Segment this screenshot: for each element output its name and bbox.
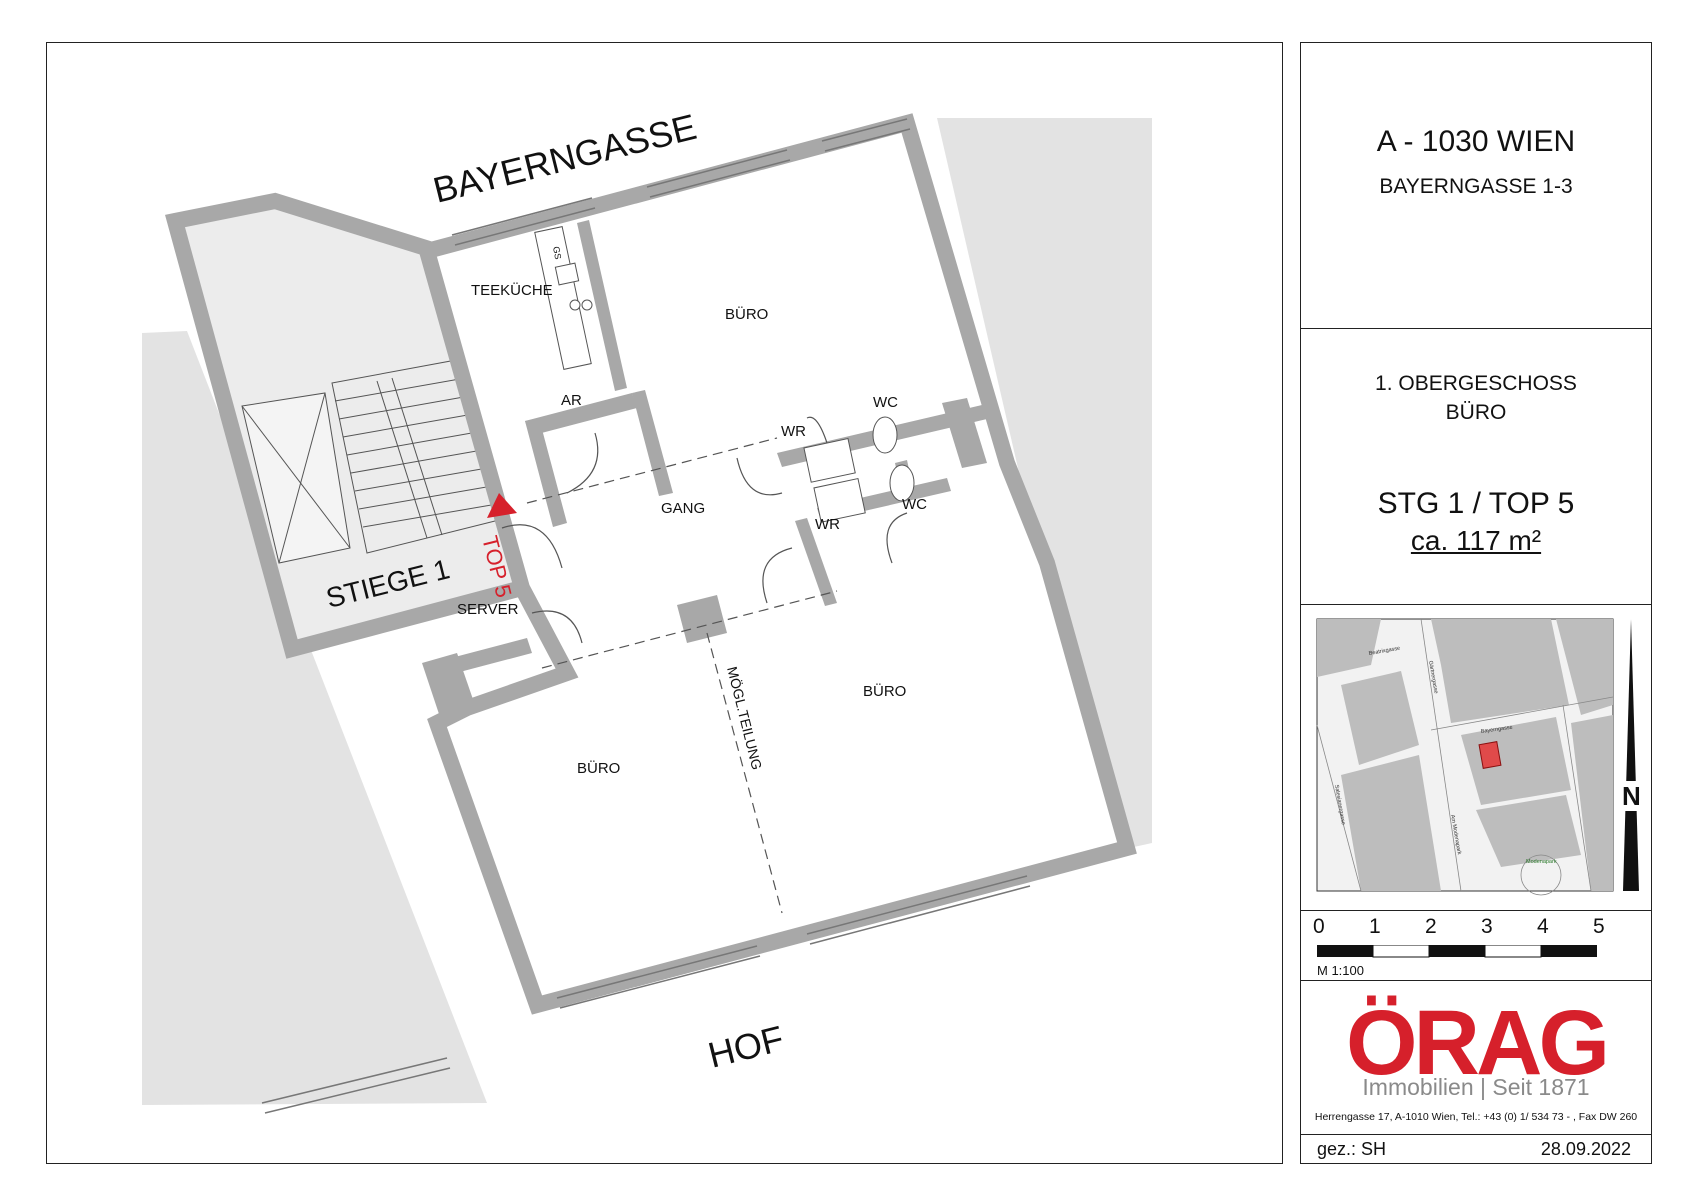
- label-gang: GANG: [661, 500, 705, 517]
- courtyard-windows: [261, 875, 1031, 1114]
- north-label: N: [1622, 781, 1641, 811]
- scale-cell: 0 1 2 3 4 5 M 1:100: [1301, 911, 1651, 981]
- kitchen-fixtures: [534, 226, 593, 370]
- floor-plan-frame: TEEKÜCHE BÜRO AR WR WC GANG WR WC SERVER…: [46, 42, 1283, 1164]
- unit-number: STG 1 / TOP 5: [1377, 487, 1575, 520]
- city-title: A - 1030 WIEN: [1376, 125, 1576, 158]
- unit-info-cell: 1. OBERGESCHOSS BÜRO STG 1 / TOP 5 ca. 1…: [1301, 329, 1651, 605]
- scale-mark-3: 3: [1481, 915, 1493, 938]
- map-label-gaertnergasse: Gärtnergasse: [1427, 660, 1439, 694]
- label-buero-north: BÜRO: [725, 305, 768, 323]
- map-label-modenapark: Modenapark: [1526, 859, 1557, 865]
- unit-area: ca. 117 m²: [1410, 525, 1542, 556]
- map-label-bayerngasse: Bayerngasse: [1480, 725, 1513, 735]
- company-logo: ÖRAG: [1346, 992, 1610, 1094]
- label-teekueche: TEEKÜCHE: [471, 281, 553, 299]
- label-wc-lower: WC: [902, 496, 927, 513]
- neighbour-building-west: [142, 331, 487, 1105]
- label-courtyard: HOF: [704, 1018, 788, 1076]
- label-buero-west: BÜRO: [577, 759, 620, 777]
- floor-use: BÜRO: [1445, 401, 1507, 424]
- unit-marker-triangle: [487, 493, 517, 518]
- scale-mark-0: 0: [1313, 915, 1325, 938]
- address-cell: A - 1030 WIEN BAYERNGASSE 1-3: [1301, 43, 1651, 329]
- company-cell: ÖRAG Immobilien | Seit 1871 Herrengasse …: [1301, 981, 1651, 1135]
- drawn-by: gez.: SH: [1317, 1139, 1387, 1159]
- label-gas-symbol: GS: [551, 246, 563, 261]
- scale-label: M 1:100: [1317, 963, 1364, 978]
- office-floor: [417, 113, 1137, 1015]
- site-highlight: [1478, 741, 1502, 769]
- company-address: Herrengasse 17, A-1010 Wien, Tel.: +43 (…: [1314, 1111, 1638, 1123]
- scale-mark-5: 5: [1593, 915, 1605, 938]
- footer-cell: gez.: SH 28.09.2022: [1301, 1135, 1651, 1163]
- location-map-cell: Beatrixgasse Gärtnergasse Bayerngasse Sa…: [1301, 605, 1651, 911]
- label-wc-upper: WC: [873, 394, 898, 411]
- street-windows: [451, 118, 911, 246]
- dashed-boundaries: [526, 437, 838, 914]
- company-tagline: Immobilien | Seit 1871: [1362, 1074, 1590, 1100]
- scale-bar: [1317, 945, 1597, 958]
- door-swings: [501, 416, 908, 644]
- label-wr-lower: WR: [815, 516, 840, 533]
- scale-mark-4: 4: [1537, 915, 1549, 938]
- scale-mark-2: 2: [1425, 915, 1437, 938]
- scale-mark-1: 1: [1369, 915, 1381, 938]
- title-block: A - 1030 WIEN BAYERNGASSE 1-3 1. OBERGES…: [1300, 42, 1652, 1164]
- label-server: SERVER: [457, 601, 519, 618]
- stair-steps: [241, 357, 508, 564]
- map-label-beatrixgasse: Beatrixgasse: [1368, 646, 1400, 657]
- north-arrow: [1623, 619, 1639, 891]
- label-buero-east: BÜRO: [863, 682, 906, 700]
- street-address: BAYERNGASSE 1-3: [1379, 175, 1573, 198]
- floor-info: 1. OBERGESCHOSS BÜRO: [1301, 369, 1651, 427]
- neighbour-building-east: [937, 118, 1152, 853]
- drawing-date: 28.09.2022: [1540, 1139, 1631, 1159]
- floor-level: 1. OBERGESCHOSS: [1375, 372, 1577, 395]
- location-map: Beatrixgasse Gärtnergasse Bayerngasse Sa…: [1316, 618, 1643, 896]
- sanitary-fixtures: [803, 416, 915, 523]
- label-ar: AR: [561, 392, 582, 409]
- label-wr-upper: WR: [781, 423, 806, 440]
- floor-plan-drawing: TEEKÜCHE BÜRO AR WR WC GANG WR WC SERVER…: [142, 106, 1152, 1114]
